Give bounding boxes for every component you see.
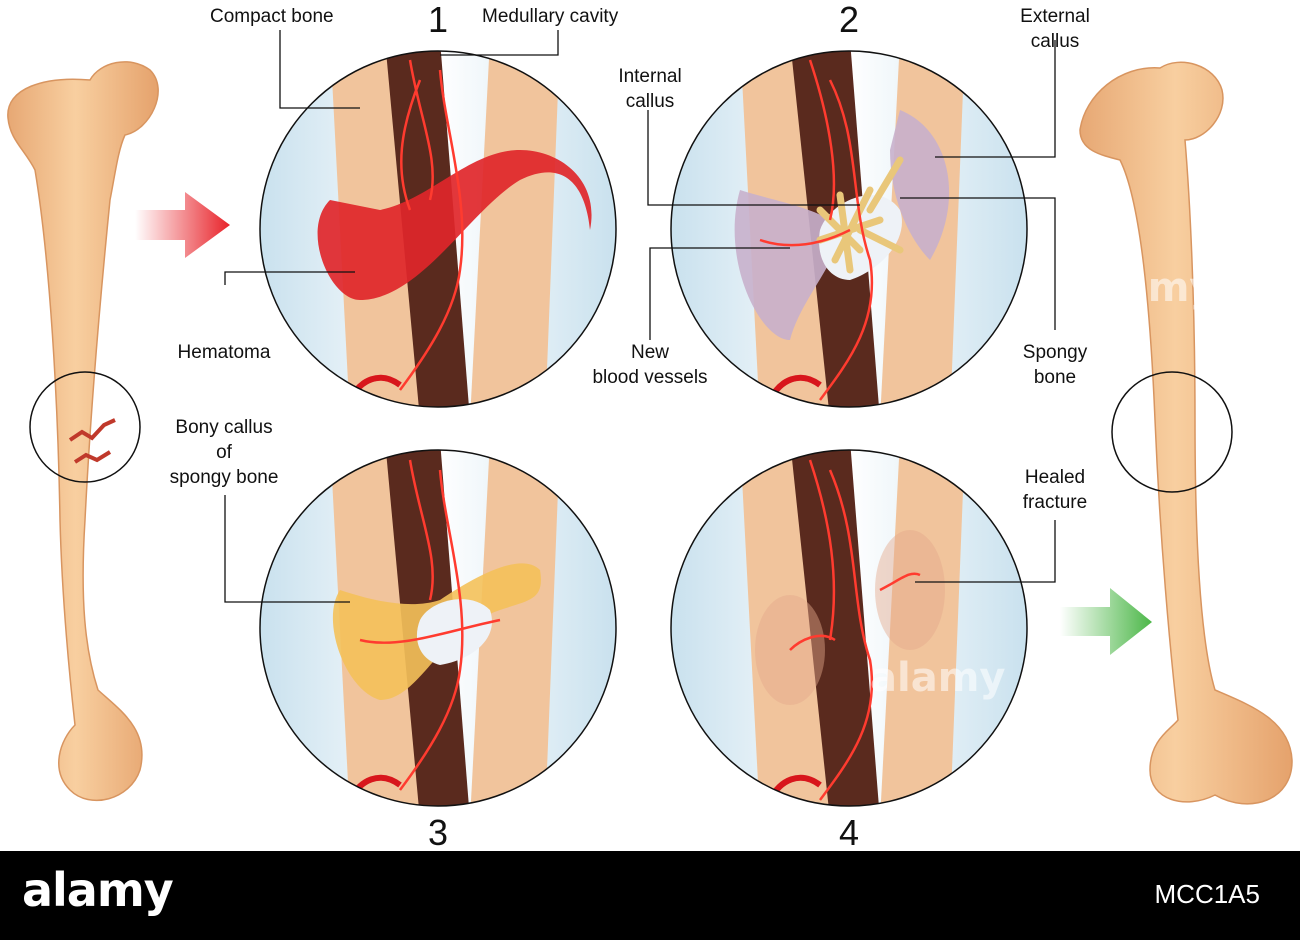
femur-healed bbox=[1079, 61, 1293, 805]
label-new-blood-vessels: blood vessels bbox=[592, 367, 707, 388]
panel-3-bony-callus bbox=[259, 449, 617, 807]
arrow-right-green-icon bbox=[1060, 588, 1152, 655]
healed-zoom-circle bbox=[1111, 371, 1233, 493]
label-hematoma: Hematoma bbox=[178, 342, 271, 363]
step-number: 4 bbox=[839, 812, 859, 851]
label-bony-callus: of bbox=[216, 442, 233, 463]
footer-bar: alamy MCC1A5 bbox=[0, 851, 1300, 940]
panel-2-callus bbox=[670, 50, 1028, 408]
label-external-callus: callus bbox=[1031, 31, 1080, 52]
leader-lines bbox=[224, 30, 1056, 603]
label-spongy-bone: bone bbox=[1034, 367, 1076, 388]
label-spongy-bone: Spongy bbox=[1023, 342, 1088, 363]
label-bony-callus: spongy bone bbox=[170, 467, 279, 488]
label-bony-callus: Bony callus bbox=[175, 417, 272, 438]
label-healed-fracture: Healed bbox=[1025, 467, 1085, 488]
fracture-zoom-circle bbox=[29, 371, 141, 483]
alamy-logo: alamy bbox=[22, 863, 174, 917]
diagram-canvas: 1 2 3 4 Compact bone Medullary cavity In… bbox=[7, 0, 1293, 851]
step-number: 3 bbox=[428, 812, 448, 851]
label-internal-callus: Internal bbox=[618, 66, 681, 87]
step-number: 2 bbox=[839, 0, 859, 40]
label-medullary-cavity: Medullary cavity bbox=[482, 6, 619, 27]
image-code: MCC1A5 bbox=[1154, 879, 1260, 909]
label-new-blood-vessels: New bbox=[631, 342, 669, 363]
panel-1-hematoma bbox=[259, 50, 617, 408]
label-external-callus: External bbox=[1020, 6, 1090, 27]
label-internal-callus: callus bbox=[626, 91, 675, 112]
arrow-right-red-icon bbox=[135, 192, 230, 258]
femur-fractured bbox=[7, 61, 159, 802]
label-healed-fracture: fracture bbox=[1023, 492, 1087, 513]
step-number: 1 bbox=[428, 0, 448, 40]
panel-4-healed bbox=[670, 449, 1028, 807]
label-compact-bone: Compact bone bbox=[210, 6, 334, 27]
